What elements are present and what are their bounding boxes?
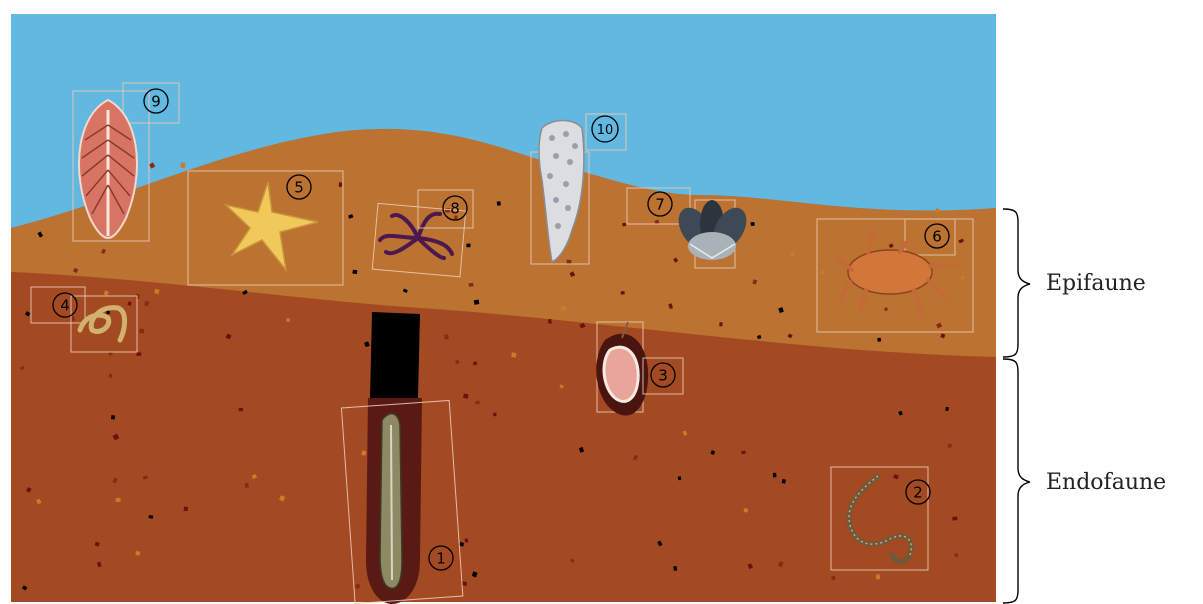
sediment-grain xyxy=(136,352,141,356)
sediment-grain xyxy=(474,299,480,304)
marker-7-number: 7 xyxy=(655,196,665,214)
sediment-grain xyxy=(954,553,958,557)
sediment-grain xyxy=(621,291,625,295)
sediment-grain xyxy=(106,311,110,315)
sediment-grain xyxy=(239,408,243,411)
marker-6-number: 6 xyxy=(932,228,942,246)
sediment-grain xyxy=(948,444,952,448)
sediment-grain xyxy=(952,517,957,521)
marker-2-number: 2 xyxy=(913,484,923,502)
sediment-grain xyxy=(339,182,342,187)
sediment-grain xyxy=(678,476,682,480)
marker-1-number: 1 xyxy=(436,550,446,568)
marker-9-number: 9 xyxy=(151,93,161,111)
marker-3-number: 3 xyxy=(658,367,668,385)
marker-8-number: 8 xyxy=(450,200,460,218)
sediment-grain xyxy=(751,222,755,226)
sediment-grain xyxy=(444,334,449,339)
sediment-grain xyxy=(773,473,777,478)
sediment-grain xyxy=(741,451,746,455)
sediment-grain xyxy=(135,551,140,556)
sediment-grain xyxy=(469,283,474,287)
sediment-grain xyxy=(876,574,880,579)
endofaune-label: Endofaune xyxy=(1046,470,1166,495)
marker-10-number: 10 xyxy=(597,123,614,138)
sediment-grain xyxy=(466,244,470,248)
sediment-grain xyxy=(497,201,501,206)
sediment-grain xyxy=(245,483,249,488)
razor-clam-burrow xyxy=(370,312,420,398)
sediment-grain xyxy=(821,271,825,275)
marker-5-number: 5 xyxy=(294,179,304,197)
sediment-grain xyxy=(149,515,154,519)
cockle-icon xyxy=(604,347,638,401)
epifaune-label: Epifaune xyxy=(1046,271,1146,296)
crab-icon xyxy=(848,250,932,294)
sediment-grain xyxy=(548,319,552,324)
sediment-grain xyxy=(184,507,189,512)
sediment-grain xyxy=(945,407,949,411)
sediment-grain xyxy=(567,260,572,264)
sediment-grain xyxy=(719,322,722,326)
sediment-grain xyxy=(286,318,290,322)
epifaune-bracket xyxy=(1003,209,1030,357)
sediment-grain xyxy=(622,223,626,227)
sediment-grain xyxy=(139,329,144,334)
marker-4-number: 4 xyxy=(60,297,70,315)
sediment-grain xyxy=(116,498,121,502)
sediment-grain xyxy=(673,566,677,571)
endofaune-bracket xyxy=(1003,359,1030,603)
sediment-grain xyxy=(877,338,881,342)
sediment-grain xyxy=(511,352,516,357)
sediment-grain xyxy=(111,415,115,419)
sediment-grain xyxy=(352,270,357,275)
sediment-grain xyxy=(493,413,496,417)
